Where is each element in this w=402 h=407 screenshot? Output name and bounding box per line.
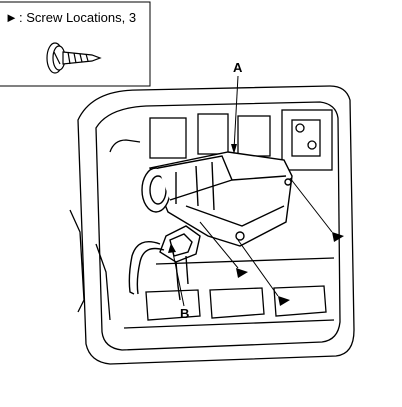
screw-marker-2 (199, 221, 248, 278)
callout-b: B (168, 243, 189, 321)
wire-harness (128, 225, 201, 301)
callout-a-label: A (233, 60, 243, 75)
legend-marker: ► (5, 10, 18, 25)
screw-marker-3 (237, 239, 290, 306)
callout-a: A (231, 60, 243, 154)
screw-marker-1 (289, 177, 344, 242)
legend-text: : Screw Locations, 3 (19, 10, 136, 25)
legend-box: ► : Screw Locations, 3 (0, 1, 151, 87)
screw-icon (46, 42, 102, 74)
door-panel (69, 85, 355, 365)
callout-b-label: B (180, 306, 189, 321)
actuator-assembly (141, 151, 293, 247)
